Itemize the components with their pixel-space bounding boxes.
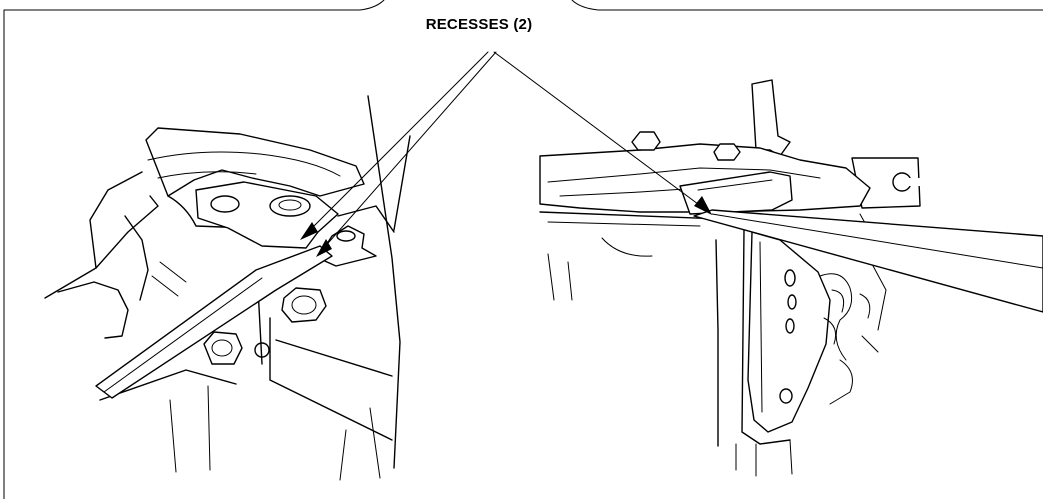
callout-leaders [300,51,712,257]
recesses-callout-label: RECESSES (2) [425,16,533,33]
right-carburetor-illustration [539,79,1043,477]
left-engine-illustration [44,95,411,481]
frame-border [3,0,1043,499]
